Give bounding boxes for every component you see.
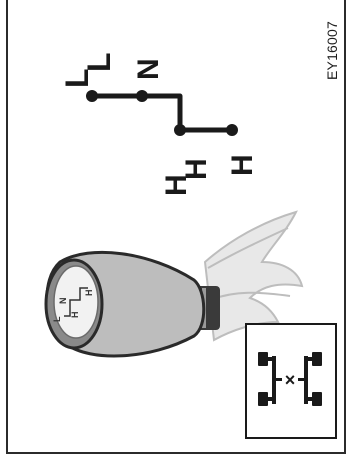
knob-label-4l: L <box>52 316 62 322</box>
label-2h: H <box>226 154 259 176</box>
diagram-frame <box>6 0 346 454</box>
position-dot-n <box>136 90 148 102</box>
position-dot-4l <box>86 90 98 102</box>
shift-positions <box>86 90 238 136</box>
label-4h-inner: H <box>180 158 213 180</box>
four-wheel-drive-indicator: × <box>245 323 337 439</box>
label-n: N <box>132 58 165 80</box>
knob-label-4h: H <box>70 312 80 319</box>
shift-pattern <box>89 93 235 133</box>
shift-boot <box>203 210 304 342</box>
position-dot-2h <box>226 124 238 136</box>
position-dot-4h <box>174 124 186 136</box>
shift-knob: L N H H <box>44 250 206 358</box>
drivetrain-icon <box>258 352 322 406</box>
label-4l-inner: L <box>81 52 117 72</box>
knob-label-n: N <box>58 298 68 305</box>
indicator-symbol: × <box>285 370 296 390</box>
label-4h-outer: H <box>160 174 193 196</box>
knob-label-2h: H <box>84 290 94 297</box>
label-4l-outer: L <box>59 68 95 88</box>
